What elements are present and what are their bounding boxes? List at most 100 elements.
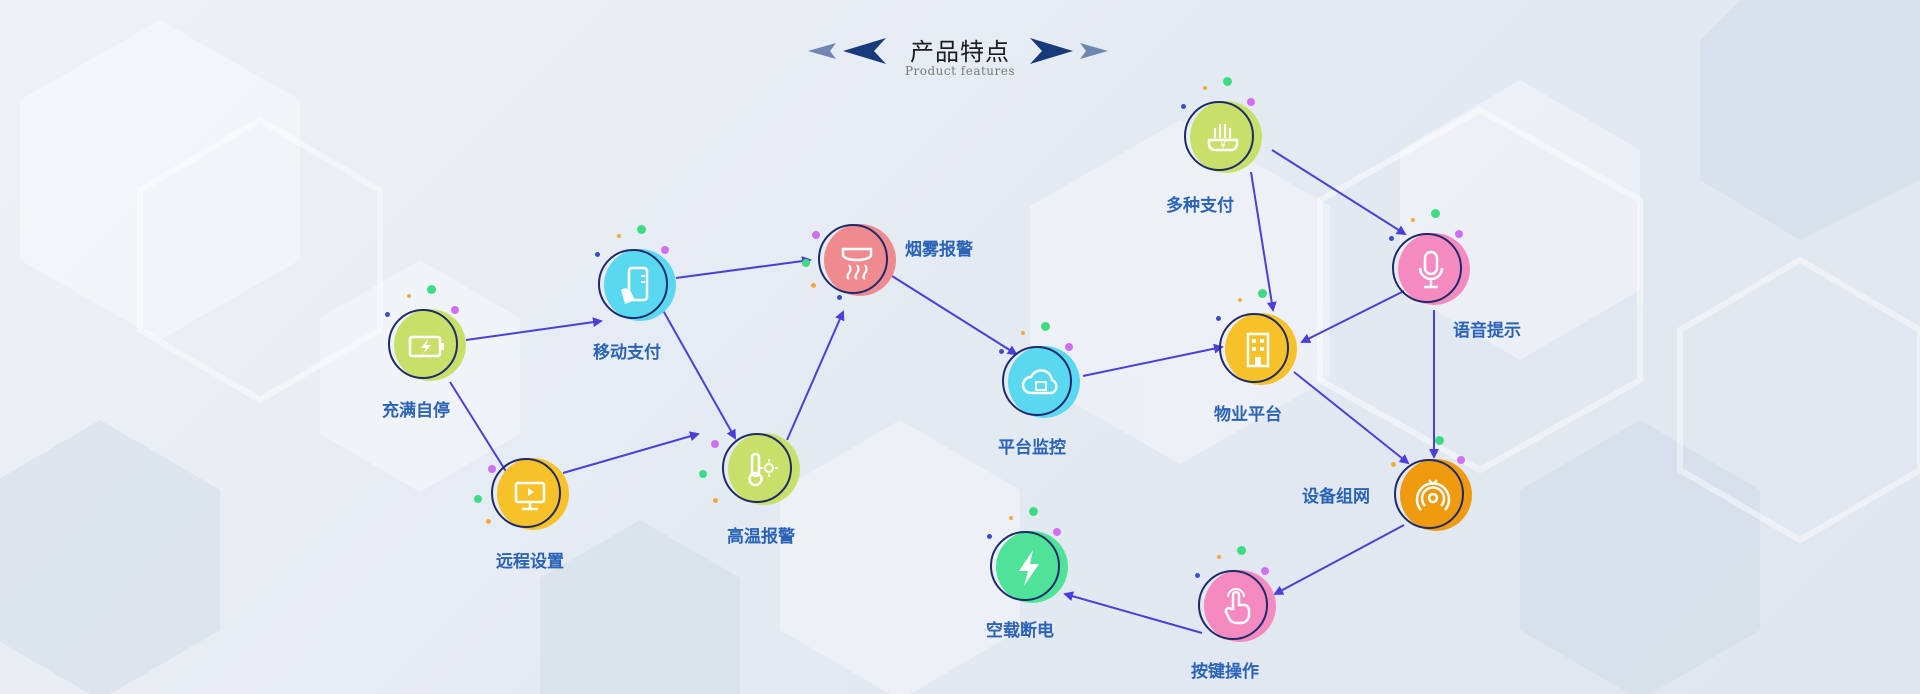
decor-dot (713, 498, 718, 503)
payment-hand-icon: ¥ (1207, 124, 1239, 152)
feature-label: 按键操作 (1191, 662, 1259, 682)
decor-dot (1021, 331, 1025, 335)
decor-dot (661, 246, 669, 254)
decor-dot (987, 534, 992, 539)
feature-label: 语音提示 (1453, 321, 1521, 341)
smoke-detector-icon (841, 247, 873, 280)
decor-dot (486, 519, 491, 524)
decor-dot (1261, 567, 1269, 575)
decor-dot (488, 465, 496, 473)
decor-dot (1391, 462, 1396, 467)
decor-dot (1238, 298, 1242, 302)
decor-dot (617, 234, 621, 238)
page-title: 产品特点 (910, 38, 1010, 66)
page-subtitle: Product features (904, 64, 1016, 78)
feature-label: 移动支付 (593, 343, 661, 363)
decor-dot (637, 225, 646, 234)
section-header: 产品特点 Product features (0, 0, 1920, 90)
decor-dot (1247, 98, 1255, 106)
node-ring (818, 224, 888, 294)
battery-icon (408, 335, 444, 358)
arrow-voice-to-property (1300, 290, 1405, 343)
decor-dot (1216, 316, 1221, 321)
decor-dot (1389, 236, 1394, 241)
arrow-charge-to-mobile-pay (465, 317, 603, 341)
feature-label: 多种支付 (1166, 196, 1234, 216)
node-ring (491, 458, 561, 528)
decor-dot (595, 252, 600, 257)
arrow-remote-to-high-temp (562, 431, 700, 474)
node-ring (722, 433, 792, 503)
feature-label: 物业平台 (1214, 405, 1282, 425)
decor-dot (1041, 322, 1050, 331)
monitor-icon (514, 481, 546, 511)
decor-dot (1457, 456, 1465, 464)
decor-dot (474, 495, 482, 503)
arrow-mobile-pay-to-smoke (675, 256, 812, 279)
arrow-multi-pay-to-property (1250, 171, 1277, 312)
decor-dot (1029, 507, 1038, 516)
node-ring (990, 531, 1060, 601)
arrow-network-to-button (1273, 524, 1405, 595)
node-ring (388, 309, 458, 379)
microphone-icon (1418, 250, 1444, 289)
decor-dot (711, 440, 719, 448)
signal-icon (1415, 479, 1451, 511)
node-ring (1184, 101, 1254, 171)
decor-dot (1009, 516, 1013, 520)
decor-dot (1223, 77, 1232, 86)
feature-label: 平台监控 (998, 438, 1066, 458)
decor-dot (385, 312, 390, 317)
node-ring (1002, 346, 1072, 416)
decor-dot (1195, 573, 1200, 578)
building-icon (1246, 332, 1270, 368)
touch-icon (1224, 588, 1251, 625)
thermometer-icon (748, 452, 778, 487)
node-ring (1392, 233, 1462, 303)
decor-dot (699, 470, 707, 478)
decor-dot (1455, 230, 1463, 238)
decor-dot (1431, 209, 1440, 218)
left-chevron-icon (808, 38, 886, 64)
decor-dot (407, 294, 411, 298)
feature-label: 远程设置 (496, 552, 564, 572)
decor-dot (1065, 343, 1073, 351)
feature-label: 高温报警 (727, 527, 795, 547)
arrow-property-to-network (1293, 371, 1410, 465)
svg-text:¥: ¥ (1220, 141, 1226, 151)
decor-dot (1435, 436, 1444, 445)
decor-dot (1237, 546, 1246, 555)
arrow-multi-pay-to-voice (1271, 149, 1407, 236)
arrow-mobile-pay-to-high-temp (659, 304, 736, 440)
feature-label: 设备组网 (1302, 487, 1370, 507)
node-ring (598, 249, 668, 319)
cloud-icon (1021, 369, 1058, 395)
arrow-high-temp-to-smoke (786, 310, 845, 441)
decor-dot (451, 306, 459, 314)
right-chevron-icon (1030, 38, 1108, 64)
feature-label: 烟雾报警 (905, 240, 973, 260)
arrow-button-to-no-load (1063, 591, 1203, 634)
arrow-platform-to-property (1082, 343, 1224, 377)
arrow-smoke-to-platform (891, 275, 1018, 356)
lightning-icon (1019, 550, 1039, 586)
decor-dot (1411, 218, 1415, 222)
node-ring (1219, 313, 1289, 383)
decor-dot (1217, 555, 1221, 559)
decor-dot (812, 231, 820, 239)
node-ring (1198, 570, 1268, 640)
decor-dot (999, 349, 1004, 354)
feature-label: 空载断电 (986, 621, 1054, 641)
feature-label: 充满自停 (382, 401, 450, 421)
decor-dot (811, 283, 816, 288)
decor-dot (1181, 104, 1186, 109)
node-ring (1394, 459, 1464, 529)
decor-dot (802, 259, 810, 267)
decor-dot (837, 295, 842, 300)
decor-dot (1258, 289, 1267, 298)
phone-icon (621, 266, 649, 304)
decor-dot (427, 285, 436, 294)
